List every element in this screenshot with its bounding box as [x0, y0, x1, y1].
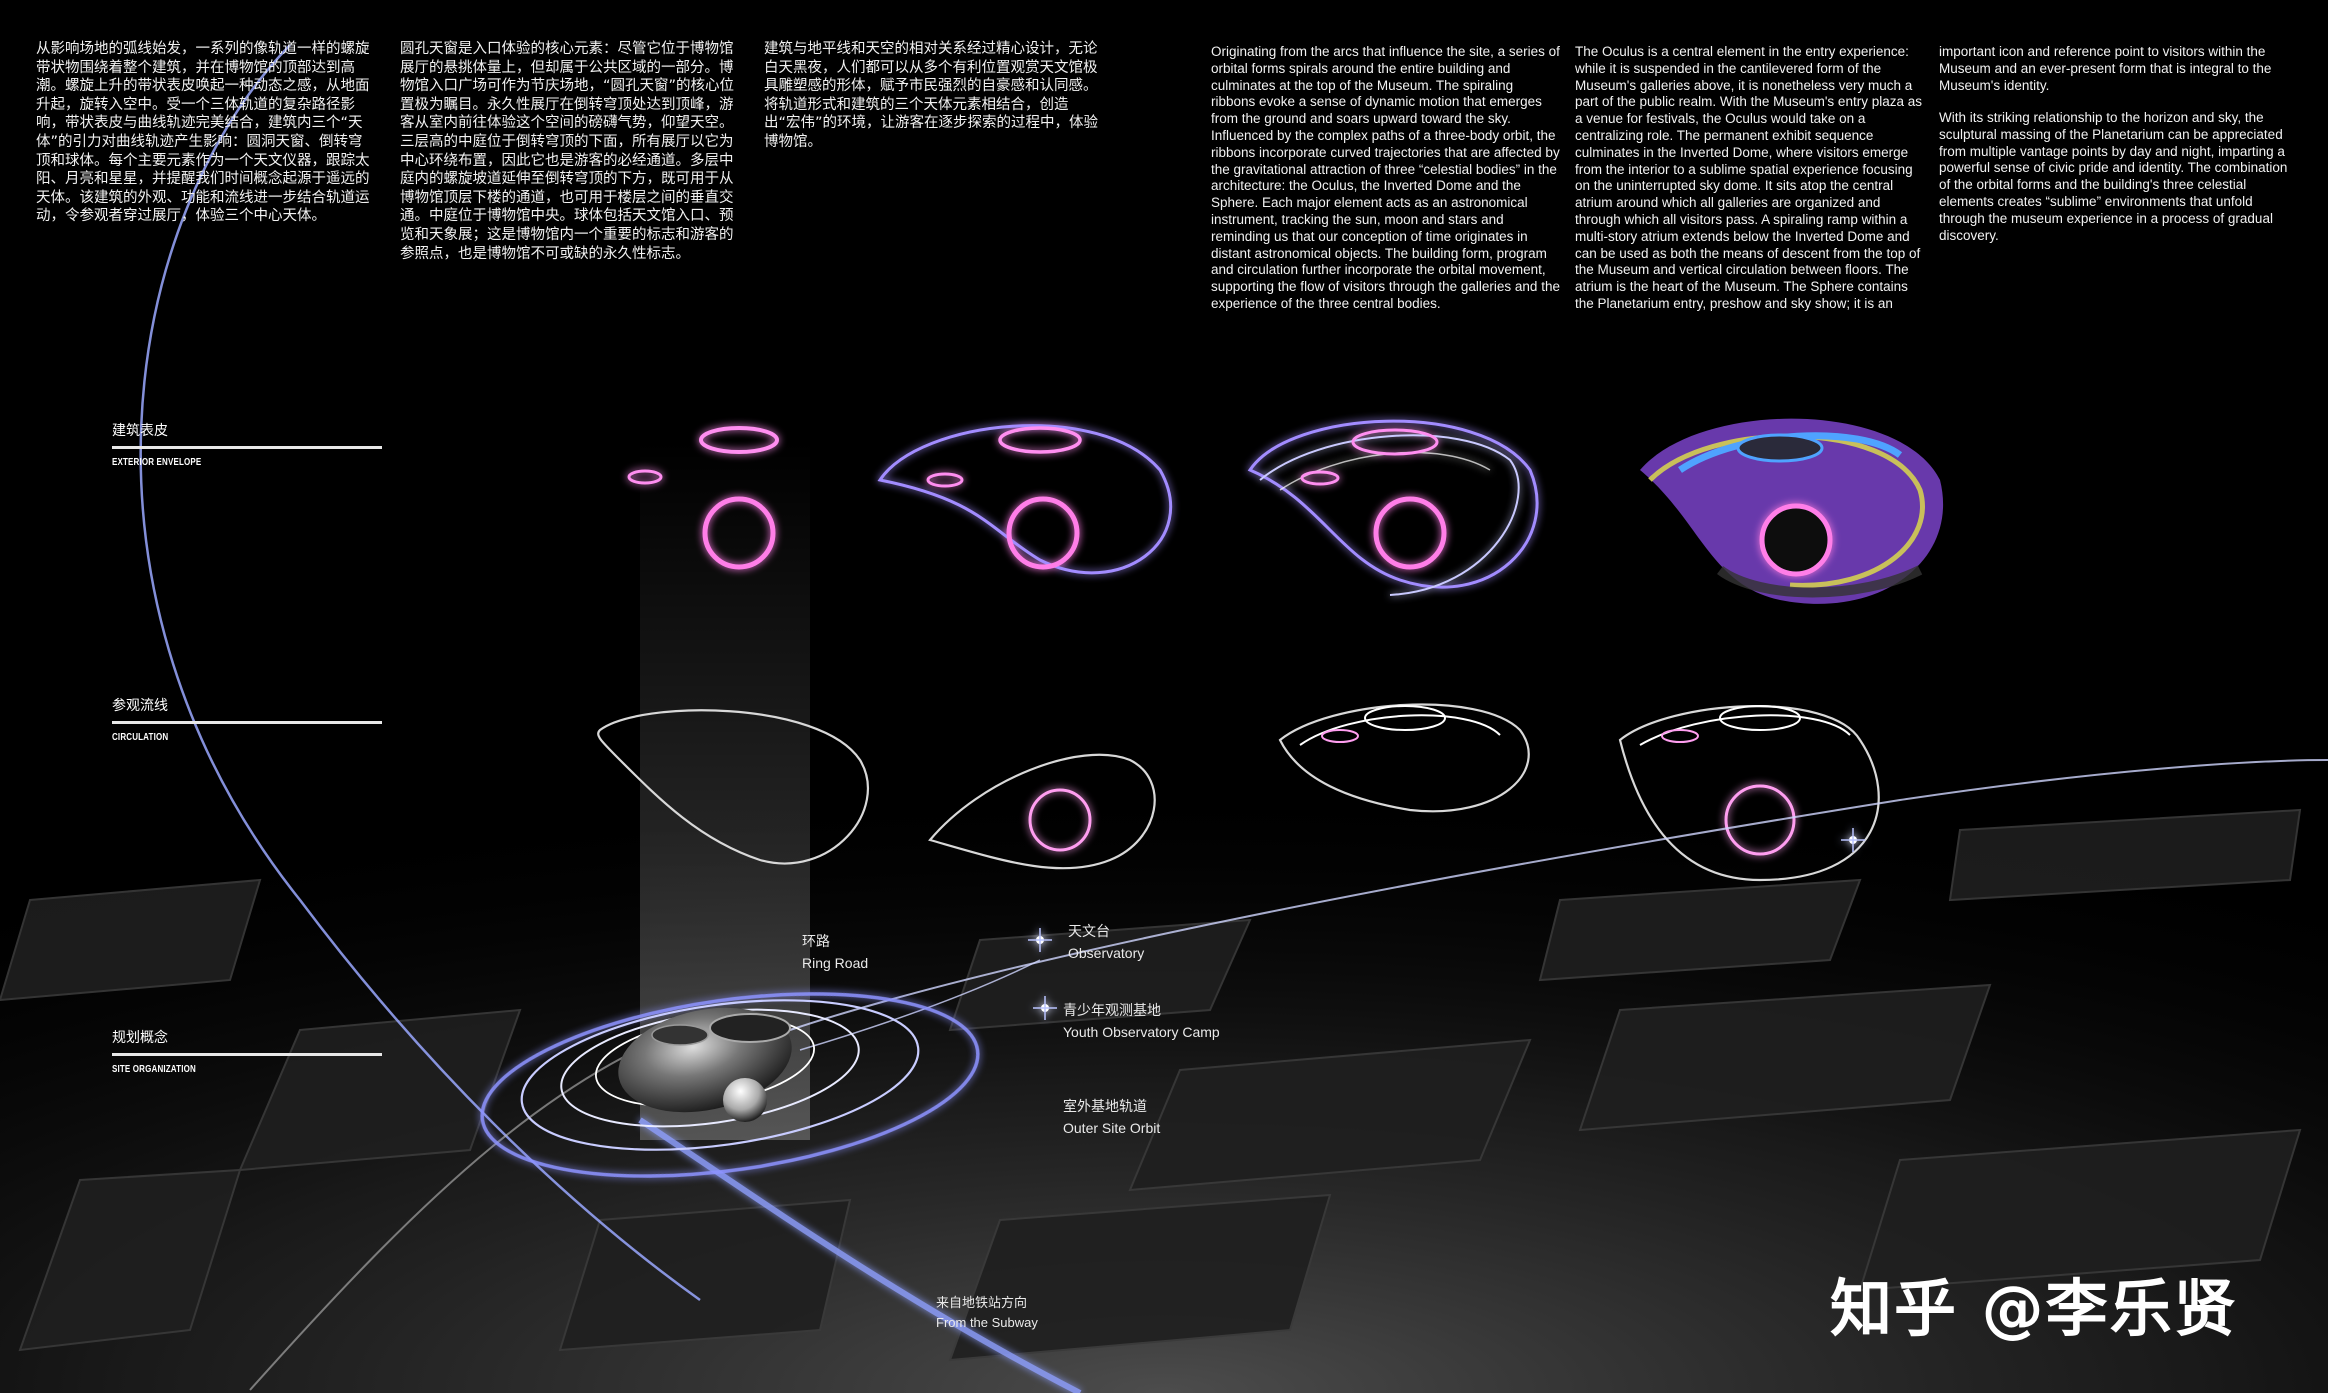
callout-zh: 青少年观测基地 [1063, 1003, 1161, 1019]
en-text-column-1: Originating from the arcs that influence… [1211, 44, 1560, 311]
callout-zh: 室外基地轨道 [1063, 1099, 1147, 1115]
planetarium-sphere [723, 1078, 767, 1122]
callout-en: From the Subway [936, 1315, 1038, 1330]
section-title-en: EXTERIOR ENVELOPE [112, 457, 202, 468]
section-circulation: 参观流线 CIRCULATION [112, 695, 382, 743]
section-rule [112, 721, 382, 724]
zh-text-column-2: 圆孔天窗是入口体验的核心元素：尽管它位于博物馆展厅的悬挑体量上，但却属于公共区域… [400, 41, 735, 262]
callout-zh: 天文台 [1068, 924, 1110, 940]
envelope-diagram-4 [1640, 418, 1944, 604]
youth-camp-star-marker [1033, 996, 1057, 1020]
section-title-en: SITE ORGANIZATION [112, 1064, 196, 1075]
site-arc-line [139, 44, 701, 1302]
callout-youth-camp: 青少年观测基地 Youth Observatory Camp [1063, 1001, 1220, 1043]
en-text-column-3a: important icon and reference point to vi… [1939, 44, 2272, 93]
callout-zh: 来自地铁站方向 [936, 1296, 1028, 1311]
section-title-zh: 规划概念 [112, 1030, 168, 1046]
circulation-diagram-4 [1618, 705, 1880, 882]
en-text-column-2: The Oculus is a central element in the e… [1575, 44, 1922, 311]
envelope-diagram-3 [1247, 419, 1539, 596]
callout-subway: 来自地铁站方向 From the Subway [936, 1294, 1038, 1332]
section-title-en: CIRCULATION [112, 732, 169, 743]
en-text-column-3b: With its striking relationship to the ho… [1939, 110, 2288, 243]
callout-ring-road: 环路 Ring Road [802, 932, 868, 974]
section-exterior-envelope: 建筑表皮 EXTERIOR ENVELOPE [112, 420, 382, 468]
zh-text-column-1: 从影响场地的弧线始发，一系列的像轨道一样的螺旋带状物围绕着整个建筑，并在博物馆的… [36, 41, 370, 225]
callout-en: Outer Site Orbit [1063, 1120, 1161, 1136]
section-title-zh: 建筑表皮 [112, 423, 168, 439]
callout-en: Observatory [1068, 945, 1145, 961]
observatory-orbit [789, 759, 2328, 1031]
section-rule [112, 1053, 382, 1056]
subway-path [638, 1117, 1082, 1393]
zh-text-column-3: 建筑与地平线和天空的相对关系经过精心设计，无论白天黑夜，人们都可以从多个有利位置… [764, 41, 1099, 150]
callout-observatory: 天文台 Observatory [1068, 922, 1144, 964]
museum-building-model [618, 1007, 792, 1122]
section-title-zh: 参观流线 [112, 698, 168, 714]
youth-camp-orbit [799, 959, 1041, 1051]
circulation-diagram-3 [1278, 703, 1530, 813]
section-rule [112, 446, 382, 449]
circulation-diagram-1 [597, 709, 869, 865]
callout-en: Ring Road [802, 955, 869, 971]
right-star-marker [1841, 828, 1865, 852]
envelope-diagram-1 [627, 426, 779, 570]
callout-zh: 环路 [802, 934, 830, 950]
ground-plane [0, 700, 2328, 1393]
circulation-diagram-2 [928, 753, 1156, 870]
callout-en: Youth Observatory Camp [1063, 1024, 1220, 1040]
callout-outer-orbit: 室外基地轨道 Outer Site Orbit [1063, 1097, 1160, 1139]
watermark: 知乎 @李乐贤 [1830, 1272, 2238, 1345]
section-site-organization: 规划概念 SITE ORGANIZATION [112, 1027, 382, 1075]
envelope-diagram-2 [877, 424, 1173, 575]
observatory-star-marker [1028, 928, 1052, 952]
